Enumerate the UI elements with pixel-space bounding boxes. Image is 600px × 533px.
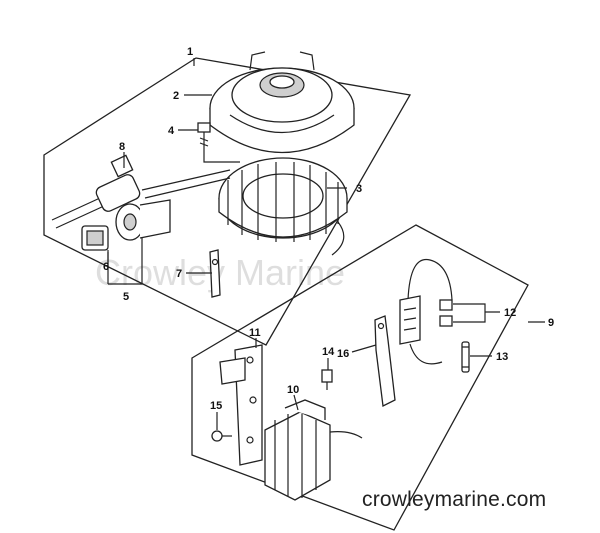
callout-14: 14 — [322, 346, 335, 358]
trigger-sensor — [51, 154, 231, 229]
callout-7: 7 — [176, 268, 182, 280]
callout-9: 9 — [548, 317, 554, 329]
callout-15: 15 — [210, 400, 222, 412]
callout-16: 16 — [337, 348, 349, 360]
callout-1: 1 — [187, 46, 193, 58]
callout-3: 3 — [356, 183, 362, 195]
rectifier-group-box — [191, 224, 529, 531]
leader-12 — [453, 303, 500, 323]
callout-2: 2 — [173, 90, 179, 102]
site-label: crowleymarine.com — [362, 488, 547, 511]
leader-10 — [293, 394, 299, 411]
connector-body — [115, 199, 171, 241]
callout-13: 13 — [496, 351, 508, 363]
leader-4b — [203, 152, 240, 163]
callout-10: 10 — [287, 384, 299, 396]
clamp — [209, 249, 221, 298]
terminal-screw — [321, 369, 333, 390]
callout-4: 4 — [168, 125, 175, 137]
fuse-harness — [399, 258, 453, 365]
mounting-bracket — [219, 344, 263, 466]
callout-11: 11 — [249, 327, 261, 339]
flywheel — [209, 51, 355, 153]
rectifier — [264, 399, 363, 501]
connector-plug — [81, 225, 109, 251]
callout-8: 8 — [119, 141, 125, 153]
callout-12: 12 — [504, 307, 516, 319]
fuse — [461, 341, 470, 373]
ground-screw — [211, 430, 232, 442]
stator — [218, 157, 348, 256]
retainer-clip — [374, 315, 396, 407]
callout-6: 6 — [103, 261, 109, 273]
bolt — [197, 122, 211, 152]
leader-16 — [351, 344, 377, 353]
callout-5: 5 — [123, 291, 129, 303]
